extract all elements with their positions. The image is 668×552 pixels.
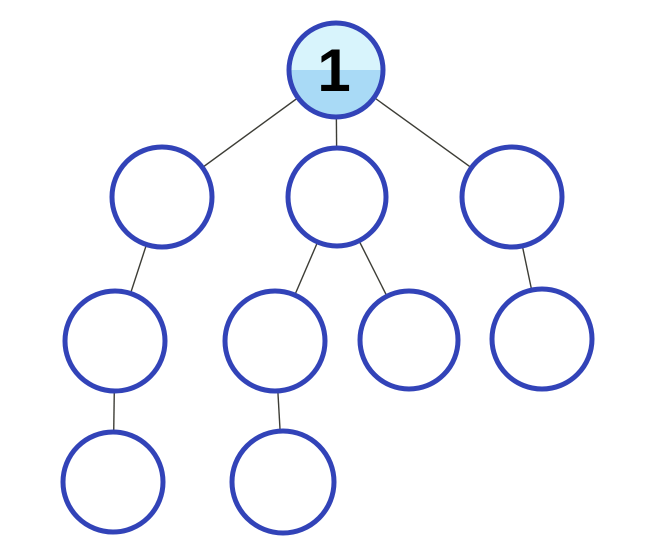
tree-node-n9[interactable]: [60, 429, 166, 535]
tree-node-n2[interactable]: [109, 144, 215, 250]
tree-node-n8[interactable]: [489, 286, 595, 392]
tree-node-n3[interactable]: [285, 145, 389, 249]
tree-node-n10[interactable]: [229, 428, 337, 536]
tree-nodes: 1: [60, 20, 595, 536]
tree-node-n5[interactable]: [62, 288, 168, 394]
tree-node-n7[interactable]: [357, 288, 461, 392]
tree-node-n6[interactable]: [222, 288, 328, 394]
tree-edges: [112, 69, 543, 483]
tree-node-n4[interactable]: [459, 144, 565, 250]
tree-node-root[interactable]: [286, 20, 386, 120]
